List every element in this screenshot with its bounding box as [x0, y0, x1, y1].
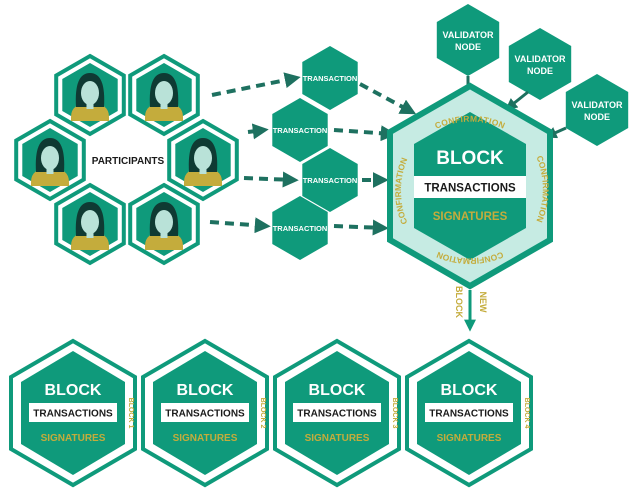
participants-label: PARTICIPANTS [92, 156, 165, 167]
validator-nodes: VALIDATOR NODE VALIDATOR NODE VALIDATOR NODE [436, 4, 629, 146]
transactions-column: TRANSACTION TRANSACTION TRANSACTION TRANSAC… [272, 46, 358, 260]
chain-block-number-label: BLOCK 1 [127, 398, 134, 429]
transaction-label: TRANSACTION [303, 74, 358, 83]
new-block-arrow: NEW BLOCK [454, 286, 488, 332]
chain-block-title: BLOCK [45, 382, 102, 399]
transaction-hex: TRANSACTION [302, 148, 358, 212]
arrow-participant-to-tx-4 [209, 217, 271, 234]
transaction-hex: TRANSACTION [272, 196, 328, 260]
transaction-label: TRANSACTION [273, 126, 328, 135]
transaction-hex-shape [302, 148, 358, 212]
validator-label-line2: NODE [584, 112, 610, 122]
arrow-tx-to-block-4 [333, 219, 389, 236]
transaction-hex-shape [302, 46, 358, 110]
chain-block-transactions-box [293, 403, 381, 422]
validator-hex [565, 74, 629, 146]
chain-block: BLOCK TRANSACTIONS SIGNATURES BLOCK 4 [405, 338, 533, 488]
blockchain-row: BLOCK TRANSACTIONS SIGNATURES BLOCK 1 BLOCK T… [9, 338, 533, 488]
validator-label-line1: VALIDATOR [572, 100, 623, 110]
chain-block-title: BLOCK [441, 382, 498, 399]
person-icon [145, 202, 183, 250]
chain-block-transactions-label: TRANSACTIONS [297, 409, 377, 420]
person-icon [31, 138, 69, 186]
validator-label-line2: NODE [455, 42, 481, 52]
chain-block-transactions-box [29, 403, 117, 422]
arrow-participant-to-tx-2 [247, 123, 269, 140]
main-block-title: BLOCK [436, 148, 504, 169]
chain-block-transactions-label: TRANSACTIONS [429, 409, 509, 420]
validator-label-line1: VALIDATOR [515, 54, 566, 64]
transaction-label: TRANSACTION [273, 224, 328, 233]
arrow-validator-2 [505, 90, 529, 111]
arrow-participant-to-tx-3 [243, 171, 299, 188]
chain-block-transactions-label: TRANSACTIONS [165, 409, 245, 420]
validator-label-line2: NODE [527, 66, 553, 76]
flow-arrows [209, 72, 417, 236]
person-icon [71, 73, 109, 121]
chain-block-number-label: BLOCK 3 [391, 398, 398, 429]
main-block-signatures-label: SIGNATURES [433, 211, 508, 223]
main-block-transactions-box [414, 176, 526, 198]
chain-block-signatures-label: SIGNATURES [173, 433, 238, 444]
validator-node: VALIDATOR NODE [565, 74, 629, 146]
chain-block: BLOCK TRANSACTIONS SIGNATURES BLOCK 2 [141, 338, 269, 488]
chain-block-signatures-label: SIGNATURES [305, 433, 370, 444]
participant-hex [128, 182, 200, 266]
arrow-tx-to-block-2 [333, 125, 397, 142]
main-block-transactions-label: TRANSACTIONS [424, 183, 516, 195]
chain-block-transactions-label: TRANSACTIONS [33, 409, 113, 420]
main-block: CONFIRMATION CONFIRMATION CONFIRMATION C… [387, 82, 553, 290]
arrow-participant-to-tx-1 [211, 72, 301, 97]
validator-node: VALIDATOR NODE [436, 4, 500, 76]
validator-label-line1: VALIDATOR [443, 30, 494, 40]
transaction-hex: TRANSACTION [302, 46, 358, 110]
participant-hex [54, 182, 126, 266]
transaction-hex-shape [272, 196, 328, 260]
validator-hex [436, 4, 500, 76]
transaction-hex: TRANSACTION [272, 98, 328, 162]
chain-block-title: BLOCK [177, 382, 234, 399]
chain-block-number-label: BLOCK 2 [259, 398, 266, 429]
chain-block-signatures-label: SIGNATURES [437, 433, 502, 444]
person-icon [145, 73, 183, 121]
participants-cluster: PARTICIPANTS [14, 53, 239, 266]
participant-hex [128, 53, 200, 137]
chain-block-title: BLOCK [309, 382, 366, 399]
chain-block-transactions-box [161, 403, 249, 422]
participant-hex [54, 53, 126, 137]
validator-node: VALIDATOR NODE [508, 28, 572, 100]
transaction-label: TRANSACTION [303, 176, 358, 185]
chain-block-number-label: BLOCK 4 [523, 398, 530, 429]
new-block-label-line1: NEW [478, 292, 488, 314]
transaction-hex-shape [272, 98, 328, 162]
person-icon [71, 202, 109, 250]
arrow-tx-to-block-1 [359, 82, 417, 115]
chain-block: BLOCK TRANSACTIONS SIGNATURES BLOCK 3 [273, 338, 401, 488]
validator-hex [508, 28, 572, 100]
new-block-label-line2: BLOCK [454, 286, 464, 318]
chain-block-transactions-box [425, 403, 513, 422]
chain-block: BLOCK TRANSACTIONS SIGNATURES BLOCK 1 [9, 338, 137, 488]
participant-hex [167, 118, 239, 202]
chain-block-signatures-label: SIGNATURES [41, 433, 106, 444]
person-icon [184, 138, 222, 186]
participant-hex [14, 118, 86, 202]
